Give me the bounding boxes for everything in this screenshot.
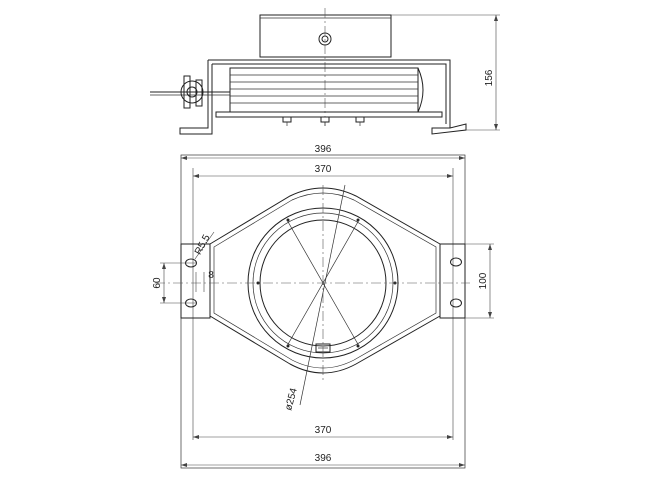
mount-hole-icon xyxy=(450,298,462,308)
arrow-icon xyxy=(162,297,166,303)
dim-label-8: 8 xyxy=(208,270,214,281)
bolt-icon xyxy=(355,116,365,126)
arrow-icon xyxy=(488,244,492,250)
dim-label-370-bottom: 370 xyxy=(315,425,332,436)
dim-label-396-bottom: 396 xyxy=(315,453,332,464)
dim-label-100: 100 xyxy=(478,272,489,289)
dim-label-396-top: 396 xyxy=(315,144,332,155)
pulley-hub xyxy=(186,86,198,98)
pulley-bracket xyxy=(183,75,191,109)
left-lug xyxy=(180,243,211,319)
diameter-leader xyxy=(299,184,346,406)
arrow-icon xyxy=(162,263,166,269)
upper-bracket xyxy=(208,59,451,128)
arrow-icon xyxy=(459,463,465,467)
radius-leader xyxy=(194,231,215,260)
drum-right-curve xyxy=(417,67,424,113)
bolt-icon xyxy=(282,116,292,126)
arrow-icon xyxy=(181,156,187,160)
dim-label-height: 156 xyxy=(484,69,495,86)
arrow-icon xyxy=(494,15,498,21)
arrow-icon xyxy=(181,463,187,467)
dim-label-60: 60 xyxy=(152,277,163,289)
top-housing xyxy=(259,14,392,58)
dim-label-370-top: 370 xyxy=(315,164,332,175)
pulley-bracket-2 xyxy=(195,79,203,107)
arrow-icon xyxy=(447,435,453,439)
arrow-icon xyxy=(193,435,199,439)
right-lug xyxy=(439,243,466,319)
mount-hole-icon xyxy=(450,257,462,267)
drum-body xyxy=(229,67,419,113)
dim-label-diameter: ø254 xyxy=(283,386,300,411)
pulley-wheel xyxy=(180,80,204,104)
plan-view: 396 370 370 396 xyxy=(152,144,494,469)
bolt-icon xyxy=(320,116,330,126)
base-plate xyxy=(209,187,441,374)
lower-plate xyxy=(215,111,443,118)
upper-bracket-inner xyxy=(212,63,447,124)
arrow-icon xyxy=(494,124,498,130)
arrow-icon xyxy=(488,312,492,318)
diagonal-line-2 xyxy=(286,219,360,347)
arrow-icon xyxy=(447,174,453,178)
left-bracket xyxy=(179,60,213,135)
side-view: 156 xyxy=(150,8,500,135)
right-foot xyxy=(431,123,467,135)
arrow-icon xyxy=(193,174,199,178)
arrow-icon xyxy=(459,156,465,160)
base-plate-inner xyxy=(213,192,437,369)
